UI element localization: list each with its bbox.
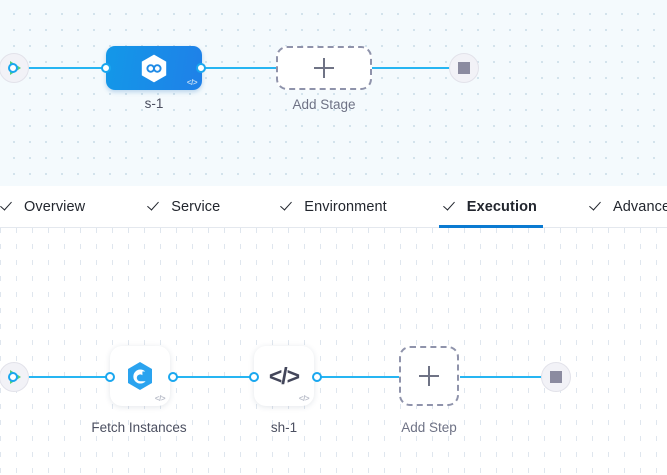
execution-step-canvas[interactable]: </> Fetch Instances </> </> sh-1 Add Ste… — [0, 228, 667, 475]
step-fetch-input-port[interactable] — [105, 372, 115, 382]
tab-overview[interactable]: Overview — [0, 186, 87, 228]
pipeline-stage-canvas[interactable]: </> s-1 Add Stage — [0, 0, 667, 186]
edge-start-to-fetch — [22, 376, 112, 378]
step-sh1-output-port[interactable] — [312, 372, 322, 382]
stage-end-node[interactable] — [449, 53, 479, 83]
step-code-badge: </> — [298, 394, 310, 403]
code-brackets-icon: </> — [268, 362, 300, 389]
step-end-node[interactable] — [541, 362, 571, 392]
add-stage-button[interactable] — [276, 46, 372, 90]
check-icon — [591, 200, 604, 213]
check-icon — [2, 200, 15, 213]
add-stage-label: Add Stage — [292, 97, 356, 112]
tab-execution-label: Execution — [466, 198, 537, 215]
edge-addstage-to-end — [365, 67, 457, 69]
tab-environment-label: Environment — [304, 198, 387, 215]
check-icon — [149, 200, 162, 213]
step-fetch-label: Fetch Instances — [91, 420, 187, 435]
tab-advanced-label: Advanced — [613, 198, 667, 215]
stage-code-badge: </> — [186, 78, 198, 87]
tab-advanced[interactable]: Advanced — [589, 186, 667, 228]
stage-start-output-port[interactable] — [8, 63, 18, 73]
tab-environment[interactable]: Environment — [280, 186, 389, 228]
step-node-fetch-instances[interactable]: </> — [110, 346, 170, 406]
edge-stage1-to-addstage — [200, 67, 290, 69]
check-icon — [282, 200, 295, 213]
edge-addstep-to-end — [460, 376, 548, 378]
step-fetch-output-port[interactable] — [168, 372, 178, 382]
tab-service-label: Service — [171, 198, 221, 215]
tab-service[interactable]: Service — [147, 186, 222, 228]
plus-icon — [314, 58, 334, 78]
stop-icon — [550, 371, 562, 383]
check-icon — [445, 200, 458, 213]
stage-node-s-1[interactable]: </> — [106, 46, 202, 90]
stage-node-label: s-1 — [144, 96, 164, 111]
stage-config-tabs: Overview Service Environment Execution A… — [0, 186, 667, 228]
edge-sh1-to-addstep — [316, 376, 400, 378]
step-sh1-input-port[interactable] — [249, 372, 259, 382]
step-sh1-label: sh-1 — [270, 420, 298, 435]
step-node-sh-1[interactable]: </> </> — [254, 346, 314, 406]
edge-start-to-stage1 — [22, 67, 114, 69]
add-step-label: Add Step — [401, 420, 457, 435]
stop-icon — [458, 62, 470, 74]
hexagon-spiral-icon — [128, 362, 152, 390]
stage-s1-input-port[interactable] — [101, 63, 111, 73]
stage-s1-output-port[interactable] — [196, 63, 206, 73]
add-step-button[interactable] — [399, 346, 459, 406]
edge-fetch-to-sh1 — [172, 376, 256, 378]
step-code-badge: </> — [154, 394, 166, 403]
plus-icon — [419, 366, 439, 386]
step-start-output-port[interactable] — [8, 372, 18, 382]
tab-overview-label: Overview — [24, 198, 86, 215]
hexagon-infinity-icon — [141, 54, 167, 82]
tab-execution[interactable]: Execution — [438, 186, 544, 228]
